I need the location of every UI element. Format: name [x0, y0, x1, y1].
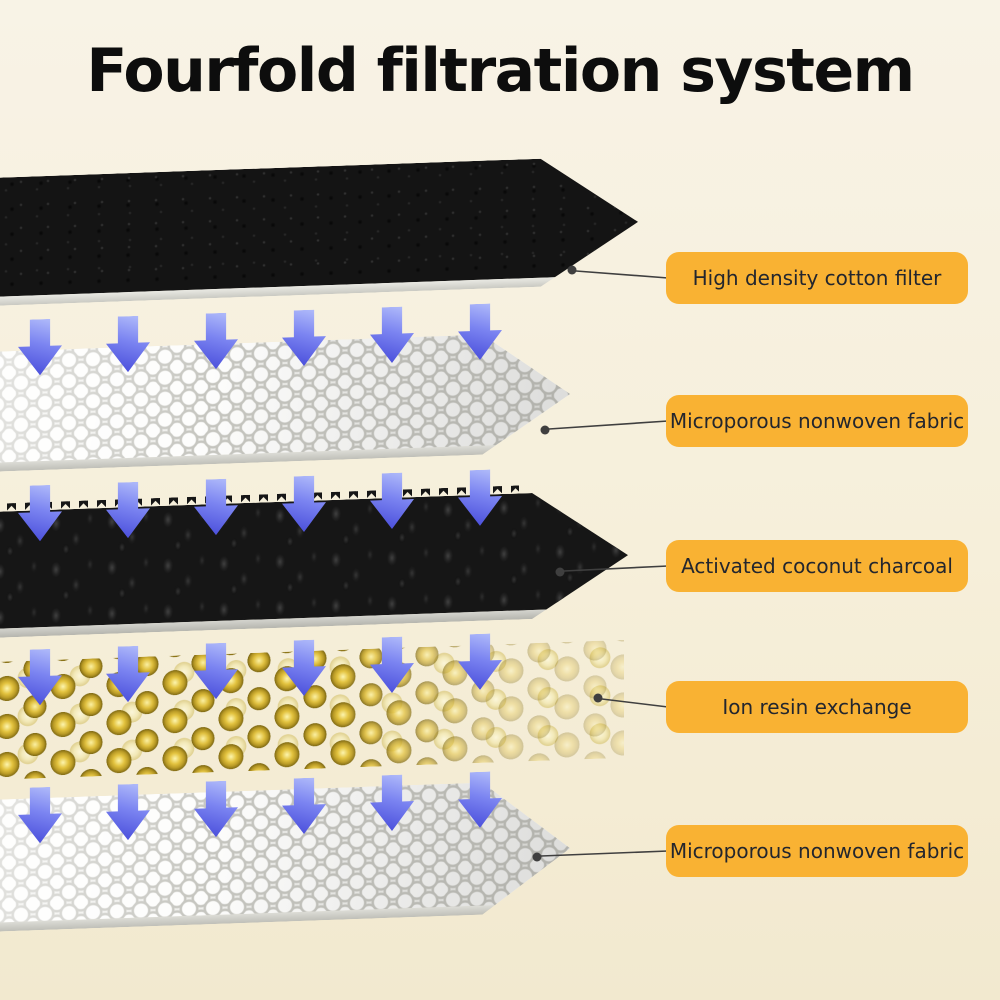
down-arrow-icon	[282, 309, 326, 367]
down-arrow-icon	[194, 780, 238, 838]
down-arrow-icon	[370, 774, 414, 832]
down-arrow-icon	[106, 645, 150, 703]
down-arrow-icon	[194, 312, 238, 370]
down-arrow-icon	[106, 315, 150, 373]
layer-high-density-cotton-filter	[0, 155, 638, 306]
down-arrow-icon	[106, 783, 150, 841]
callout-microporous-nonwoven-fabric-bottom: Microporous nonwoven fabric	[666, 825, 968, 877]
down-arrow-icon	[282, 475, 326, 533]
callout-high-density-cotton-filter: High density cotton filter	[666, 252, 968, 304]
down-arrow-icon	[370, 636, 414, 694]
down-arrow-icon	[18, 786, 62, 844]
down-arrow-icon	[458, 633, 502, 691]
down-arrow-icon	[282, 639, 326, 697]
callout-microporous-nonwoven-fabric-top: Microporous nonwoven fabric	[666, 395, 968, 447]
down-arrow-icon	[370, 306, 414, 364]
down-arrow-icon	[370, 472, 414, 530]
cotton-texture	[0, 155, 638, 297]
down-arrow-icon	[282, 777, 326, 835]
down-arrow-icon	[18, 318, 62, 376]
down-arrow-icon	[458, 469, 502, 527]
down-arrow-icon	[18, 648, 62, 706]
down-arrow-icon	[194, 478, 238, 536]
down-arrow-icon	[194, 642, 238, 700]
cotton-sheet	[0, 155, 638, 306]
down-arrow-icon	[18, 484, 62, 542]
down-arrow-icon	[458, 771, 502, 829]
callout-ion-resin-exchange: Ion resin exchange	[666, 681, 968, 733]
down-arrow-icon	[106, 481, 150, 539]
page-title: Fourfold filtration system	[86, 36, 915, 106]
down-arrow-icon	[458, 303, 502, 361]
callout-activated-coconut-charcoal: Activated coconut charcoal	[666, 540, 968, 592]
